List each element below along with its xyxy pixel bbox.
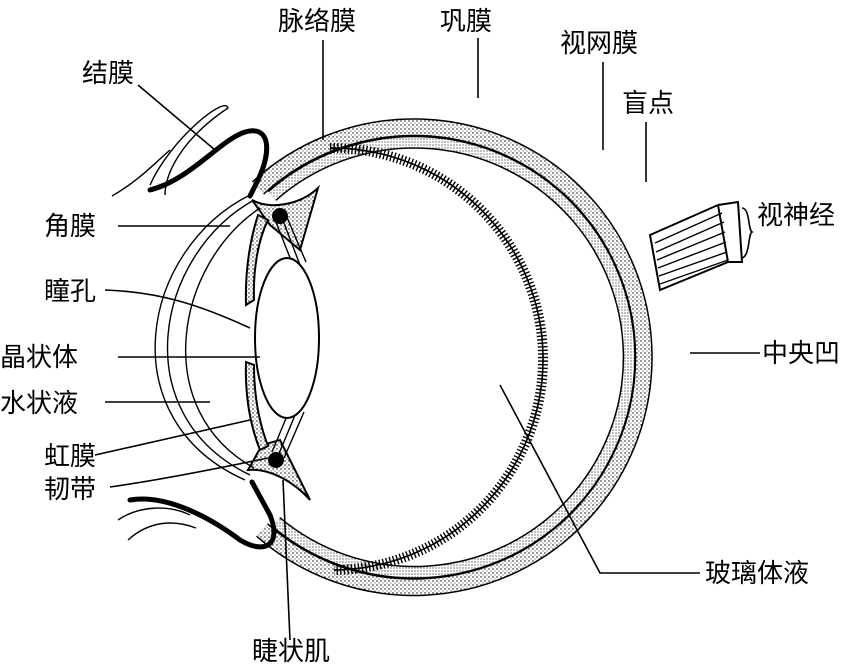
label-choroid: 脉络膜 xyxy=(278,7,356,37)
iris-lower xyxy=(244,360,270,452)
cornea-outer xyxy=(154,194,251,481)
iris-upper xyxy=(244,213,270,307)
conjunctiva-lower xyxy=(117,479,277,550)
label-fovea: 中央凹 xyxy=(762,339,840,369)
label-retina: 视网膜 xyxy=(560,29,638,59)
label-ligament: 韧带 xyxy=(44,475,96,505)
retina-layer xyxy=(329,142,548,575)
label-sclera: 巩膜 xyxy=(440,7,492,37)
label-iris: 虹膜 xyxy=(44,442,96,472)
label-blind-spot: 盲点 xyxy=(622,89,674,119)
label-lens: 晶状体 xyxy=(0,343,78,373)
choroid-layer xyxy=(267,135,636,579)
label-ciliary-muscle: 睫状肌 xyxy=(252,637,330,667)
label-vitreous-humor: 玻璃体液 xyxy=(705,559,809,589)
lens-shape xyxy=(254,257,320,419)
leader-lines xyxy=(94,38,760,641)
ciliary-body-lower xyxy=(246,438,311,501)
label-cornea: 角膜 xyxy=(44,212,96,242)
label-aqueous-humor: 水状液 xyxy=(0,389,78,419)
label-pupil: 瞳孔 xyxy=(44,277,96,307)
label-conjunctiva: 结膜 xyxy=(82,59,134,89)
conjunctiva-upper xyxy=(111,105,270,199)
optic-nerve xyxy=(648,200,744,292)
label-optic-nerve: 视神经 xyxy=(757,201,835,231)
